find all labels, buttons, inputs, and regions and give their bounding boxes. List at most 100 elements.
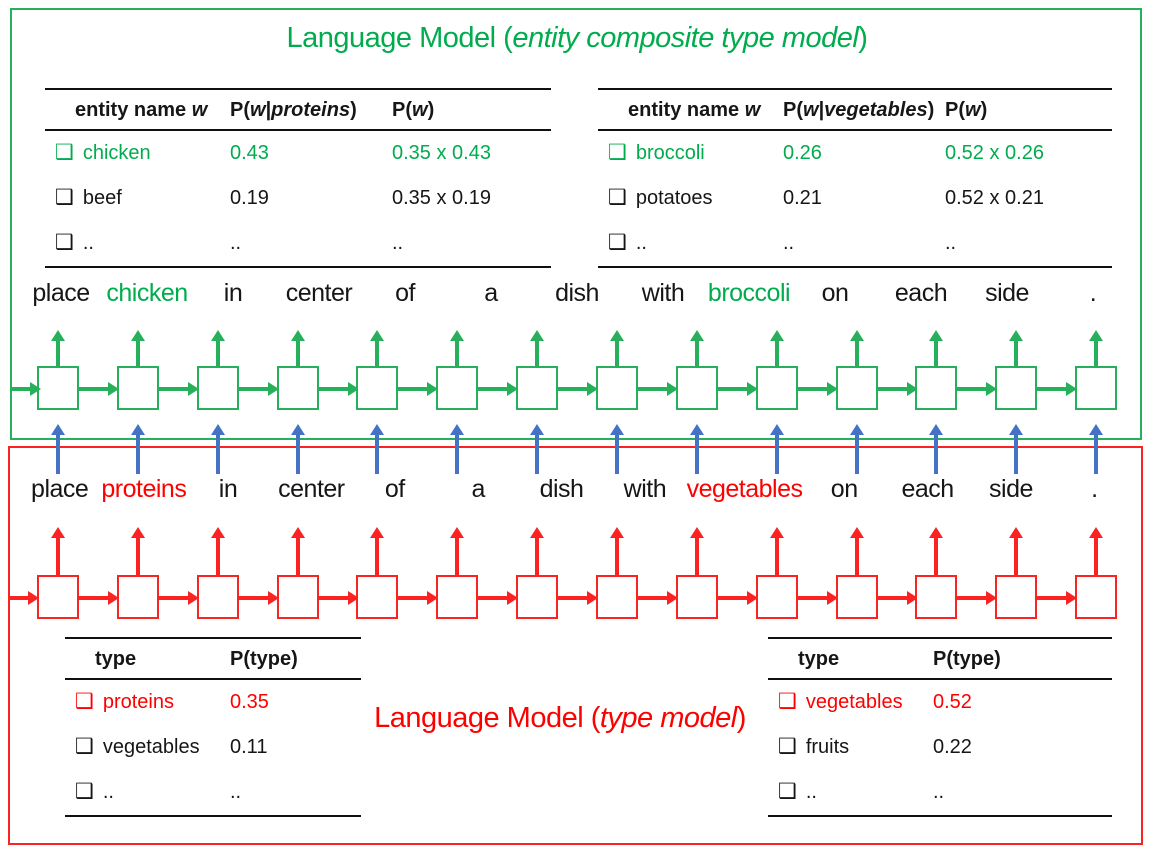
word-output-arrow-icon — [1088, 330, 1104, 366]
table-row: ❑vegetables 0.52 — [768, 680, 1112, 725]
table-row: ❑vegetables 0.11 — [65, 725, 361, 770]
rnn-cell-box — [516, 575, 559, 619]
word-output-arrow-icon — [769, 527, 785, 575]
entity-table-proteins: entity name w P(w|proteins) P(w) ❑chicke… — [45, 88, 551, 268]
rnn-cell — [178, 527, 279, 621]
word-output-arrow-icon — [609, 527, 625, 575]
word-output-arrow-icon — [1008, 330, 1024, 366]
joint-prob-value: 0.52 x 0.26 — [945, 142, 1044, 164]
word-output-arrow-icon — [210, 330, 226, 366]
joint-prob-value: 0.52 x 0.21 — [945, 187, 1044, 209]
type-name: .. — [805, 781, 817, 803]
rnn-cell — [98, 527, 199, 621]
rnn-cell-box — [595, 575, 638, 619]
recurrent-arrow-icon — [636, 381, 678, 397]
type-transfer-arrow-icon — [210, 424, 226, 474]
type-prob-value: 0.52 — [933, 691, 972, 713]
rnn-input-arrow-icon — [9, 590, 39, 606]
word-output-arrow-icon — [449, 527, 465, 575]
type-model-sentence: place proteins in center of a dish with … — [18, 475, 1136, 504]
col-header-type-prob: P(type) — [933, 648, 1001, 670]
composite-model-rnn-row — [18, 330, 1136, 412]
recurrent-arrow-icon — [557, 381, 599, 397]
rnn-cell-box — [835, 575, 878, 619]
rnn-cell — [657, 330, 758, 412]
cond-prob-value: .. — [230, 232, 242, 254]
word-output-arrow-icon — [369, 330, 385, 366]
word-output-arrow-icon — [290, 527, 306, 575]
word-output-arrow-icon — [369, 527, 385, 575]
word-output-arrow-icon — [1088, 527, 1104, 575]
sentence-word: . — [1091, 475, 1098, 503]
rnn-cell-box — [675, 366, 718, 410]
type-transfer-arrow-icon — [50, 424, 66, 474]
recurrent-arrow-icon — [716, 590, 758, 606]
rnn-cell-box — [915, 366, 958, 410]
table-row: ❑.. .. .. — [45, 221, 551, 266]
type-transfer-arrow-icon — [1088, 424, 1104, 474]
type-model-title: Language Model (type model) — [374, 702, 746, 734]
entity-name: .. — [82, 232, 94, 254]
recurrent-arrow-icon — [876, 381, 918, 397]
joint-prob-value: 0.35 x 0.19 — [392, 187, 491, 209]
sentence-word: dish — [555, 279, 599, 307]
type-transfer-arrow-icon — [928, 424, 944, 474]
checkbox-icon: ❑ — [55, 140, 74, 164]
col-header-type: type — [95, 648, 137, 670]
rnn-cell-box — [915, 575, 958, 619]
rnn-cell-box — [116, 366, 159, 410]
recurrent-arrow-icon — [77, 590, 119, 606]
col-header-entity-name: entity name w — [628, 99, 761, 121]
recurrent-arrow-icon — [876, 590, 918, 606]
col-header-joint-prob: P(w) — [392, 99, 435, 121]
sentence-word: of — [384, 475, 405, 503]
rnn-cell-box — [835, 366, 878, 410]
sentence-word: each — [894, 279, 948, 307]
table-row: ❑proteins 0.35 — [65, 680, 361, 725]
joint-prob-value: 0.35 x 0.43 — [392, 142, 491, 164]
word-output-arrow-icon — [130, 527, 146, 575]
table-header-row: type P(type) — [65, 639, 361, 680]
recurrent-arrow-icon — [237, 381, 279, 397]
word-output-arrow-icon — [928, 527, 944, 575]
word-output-arrow-icon — [689, 527, 705, 575]
col-header-entity-name: entity name w — [75, 99, 208, 121]
entity-table-vegetables: entity name w P(w|vegetables) P(w) ❑broc… — [598, 88, 1112, 268]
checkbox-icon: ❑ — [75, 779, 94, 803]
sentence-word: side — [989, 475, 1033, 503]
rnn-cell-box — [356, 366, 399, 410]
table-body: ❑vegetables 0.52 ❑fruits 0.22 ❑.. .. — [768, 680, 1112, 815]
word-output-arrow-icon — [609, 330, 625, 366]
col-header-cond-prob: P(w|vegetables) — [783, 99, 935, 121]
table-body: ❑broccoli 0.26 0.52 x 0.26 ❑potatoes 0.2… — [598, 131, 1112, 266]
col-header-type-prob: P(type) — [230, 648, 298, 670]
checkbox-icon: ❑ — [608, 140, 627, 164]
type-transfer-arrow-icon — [1008, 424, 1024, 474]
rnn-cell — [817, 330, 918, 412]
entity-name: chicken — [82, 142, 151, 164]
word-output-arrow-icon — [449, 330, 465, 366]
word-output-arrow-icon — [50, 330, 66, 366]
recurrent-arrow-icon — [397, 590, 439, 606]
rnn-cell-box — [276, 575, 319, 619]
sentence-word: place — [31, 475, 89, 503]
recurrent-arrow-icon — [636, 590, 678, 606]
sentence-word: with — [623, 475, 667, 503]
rnn-cell — [577, 330, 678, 412]
rnn-cell-box — [196, 575, 239, 619]
composite-model-sentence: place chicken in center of a dish with b… — [18, 279, 1136, 308]
rnn-cell — [976, 527, 1078, 621]
rnn-cell-box — [995, 575, 1038, 619]
type-name: vegetables — [805, 691, 903, 713]
checkbox-icon: ❑ — [75, 734, 94, 758]
sentence-word: broccoli — [707, 279, 791, 307]
rnn-input-arrow-icon — [11, 381, 41, 397]
rnn-cell-box — [196, 366, 239, 410]
type-transfer-arrow-icon — [369, 424, 385, 474]
rnn-cell-box — [436, 366, 479, 410]
word-output-arrow-icon — [769, 330, 785, 366]
sentence-word: center — [278, 475, 345, 503]
sentence-word: . — [1089, 279, 1097, 307]
composite-model-title: Language Model (entity composite type mo… — [286, 22, 868, 54]
